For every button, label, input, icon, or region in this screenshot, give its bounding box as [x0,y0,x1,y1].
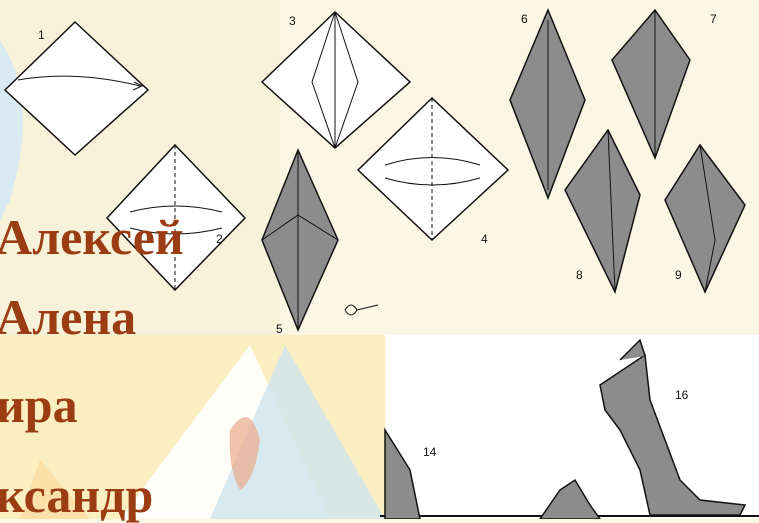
step-16-figure [600,340,745,515]
step-number-3: 3 [289,14,296,28]
name-2: Алена [0,292,136,342]
step-3-figure [262,12,410,148]
step-number-6: 6 [521,12,528,26]
step-1-figure [5,22,148,155]
step-number-16: 16 [675,388,688,402]
step-number-7: 7 [710,12,717,26]
step-4-figure [358,98,508,240]
step-number-14: 14 [423,445,436,459]
step-number-9: 9 [675,268,682,282]
step-14-figure [385,430,600,519]
step-5-figure [262,150,378,330]
step-7-figure [612,10,690,158]
step-number-2: 2 [216,232,223,246]
name-3: ира [0,380,78,430]
step-number-8: 8 [576,268,583,282]
name-1: Алексей [0,212,184,262]
name-4: ксандр [0,470,153,520]
step-6-figure [510,10,585,198]
step-number-1: 1 [38,28,45,42]
step-number-4: 4 [481,232,488,246]
step-number-5: 5 [276,322,283,336]
